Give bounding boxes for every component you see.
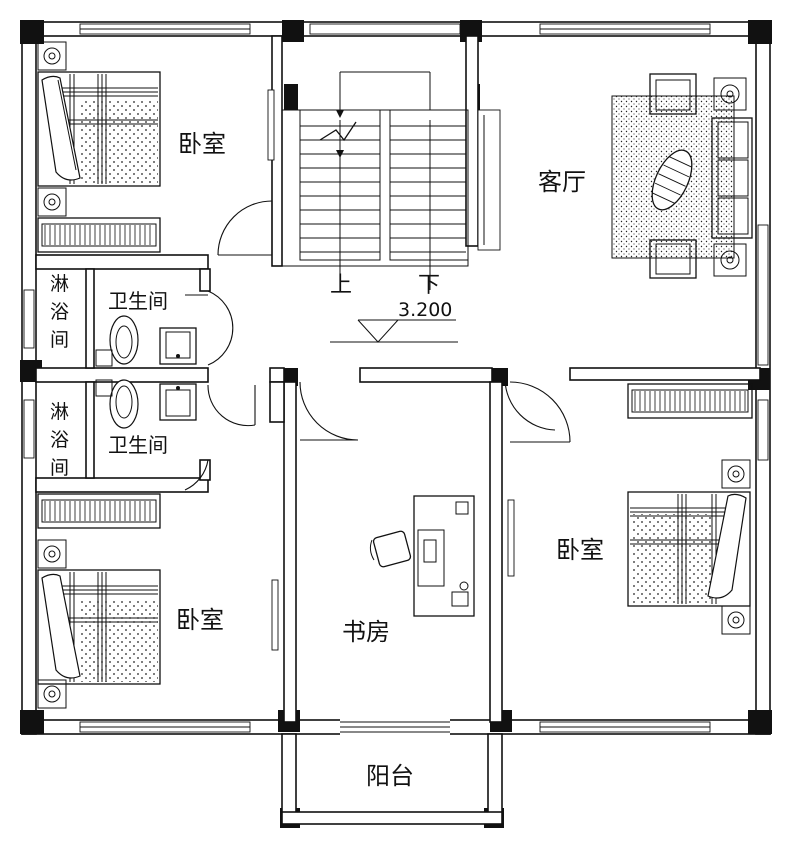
nightstands-e: [721, 459, 751, 635]
wardrobe-e: [627, 383, 753, 419]
coffee-table: [651, 149, 693, 211]
shower-upper-char-3: 间: [50, 329, 69, 351]
balcony-label: 阳台: [366, 762, 414, 790]
sofa: [649, 73, 753, 279]
window-sw-bedroom: [271, 579, 279, 651]
top-windows: [79, 23, 711, 35]
interior-walls: [35, 35, 761, 825]
stair-up-label: 上: [330, 273, 352, 298]
nightstands-nw: [37, 41, 67, 217]
bed-sw: [37, 569, 161, 685]
side-lamps: [713, 77, 747, 277]
wardrobe-nw: [37, 217, 161, 253]
wardrobe-sw: [37, 493, 161, 529]
shower-upper-char-2: 浴: [50, 301, 69, 323]
bathroom-lower-label: 卫生间: [108, 433, 168, 457]
bed-nw: [37, 71, 161, 187]
shower-lower-char-3: 间: [50, 457, 69, 479]
study-label: 书房: [342, 618, 390, 646]
study-chair: [369, 530, 412, 568]
shower-lower-char-1: 淋: [50, 401, 69, 423]
upper-bathroom-fixtures: [95, 315, 197, 367]
living-room-label: 客厅: [538, 168, 586, 196]
study-desk: [413, 495, 475, 617]
shower-lower-char-2: 浴: [50, 429, 69, 451]
elevation-value: 3.200: [398, 299, 452, 321]
side-windows: [23, 224, 769, 461]
bed-e: [627, 491, 751, 607]
window-nw-bedroom: [267, 89, 275, 161]
stair-arrows: [319, 109, 431, 290]
bedroom-sw-label: 卧室: [176, 606, 224, 634]
staircase: [281, 71, 469, 267]
bedroom-e-label: 卧室: [556, 536, 604, 564]
bathroom-upper-label: 卫生间: [108, 289, 168, 313]
stair-treads: [300, 125, 466, 253]
nightstands-sw: [37, 539, 67, 709]
window-e-bedroom: [507, 499, 515, 577]
stair-down-label: 下: [418, 273, 440, 298]
doors: [184, 200, 571, 491]
elevation-mark: [330, 319, 458, 343]
lower-bathroom-fixtures: [95, 379, 197, 429]
bedroom-nw-label: 卧室: [178, 130, 226, 158]
shower-upper-char-1: 淋: [50, 273, 69, 295]
